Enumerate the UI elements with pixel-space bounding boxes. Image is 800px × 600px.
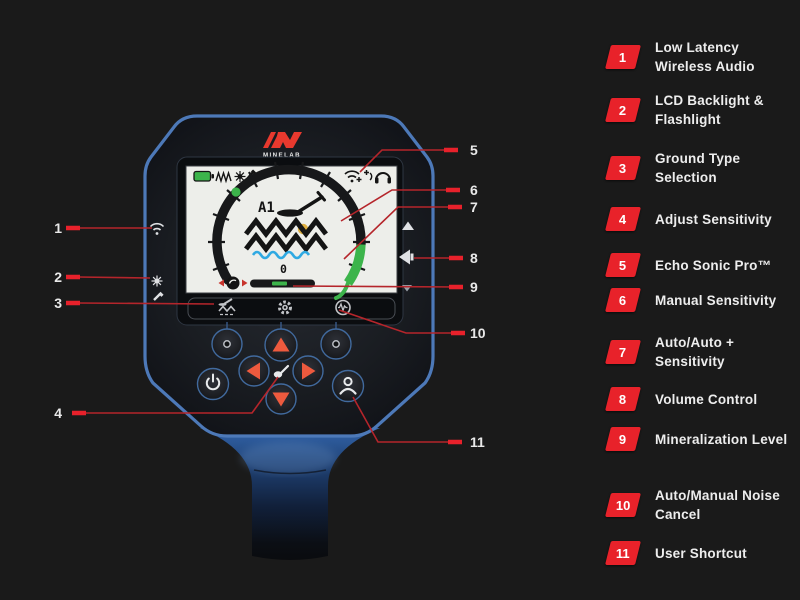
noise-cancel-icon: [335, 299, 351, 316]
sensitivity-level-marker: [344, 244, 366, 286]
brand-text: MINELAB: [263, 152, 301, 159]
legend-label: Auto/Manual Noise Cancel: [655, 488, 780, 522]
left-button: [238, 355, 270, 387]
legend-badge-number: 8: [619, 391, 627, 407]
down-button: [265, 383, 297, 415]
legend-item: 10 Auto/Manual Noise Cancel: [605, 486, 797, 524]
legend-badge: 9: [605, 427, 641, 451]
callout-number-3: 3: [54, 295, 62, 311]
legend-item: 7 Auto/Auto + Sensitivity: [605, 333, 797, 371]
legend-item: 3 Ground Type Selection: [605, 149, 797, 187]
backlight-icon: [234, 171, 246, 182]
legend-label: Auto/Auto + Sensitivity: [655, 335, 735, 369]
legend-label: User Shortcut: [655, 545, 747, 561]
legend-label: Adjust Sensitivity: [655, 211, 772, 227]
ground-type-icon: [218, 298, 236, 316]
legend-badge: 3: [605, 156, 641, 180]
legend-item: 9 Mineralization Level: [605, 427, 797, 451]
legend-label: Manual Sensitivity: [655, 292, 777, 308]
legend-item: 8 Volume Control: [605, 387, 797, 411]
detector-icon: [277, 191, 326, 217]
legend-badge-number: 4: [619, 211, 627, 227]
legend-item: 6 Manual Sensitivity: [605, 288, 797, 312]
callout-number-4: 4: [54, 405, 62, 421]
callout-number-1: 1: [54, 220, 62, 236]
legend-badge: 4: [605, 207, 641, 231]
legend-badge-number: 6: [619, 292, 627, 308]
power-button: [196, 367, 230, 401]
audio-wave-icon: [215, 170, 232, 184]
legend-badge-number: 3: [619, 160, 627, 176]
noise-cancel-select-icon: [218, 276, 248, 290]
wifi-plus-icon: [344, 170, 362, 183]
legend-item: 4 Adjust Sensitivity: [605, 207, 797, 231]
legend-label: Mineralization Level: [655, 431, 788, 447]
select-right-button: [320, 328, 352, 360]
legend-badge: 2: [605, 98, 641, 122]
up-button: [264, 328, 298, 362]
legend-badge: 5: [605, 253, 641, 277]
legend-badge-number: 7: [619, 344, 627, 360]
select-left-button: [211, 328, 243, 360]
audio-transmit-icon: [364, 170, 373, 181]
callout-number-7: 7: [470, 199, 478, 215]
backlight-side-icon: [151, 275, 163, 287]
speaker-icon: [399, 249, 414, 265]
legend-badge-number: 9: [619, 431, 627, 447]
detector-control-pod-illustration: MINELAB: [66, 114, 465, 560]
legend-badge: 1: [605, 45, 641, 69]
water-wave-icon: [251, 250, 311, 260]
callout-number-9: 9: [470, 279, 478, 295]
legend-item: 1 Low Latency Wireless Audio: [605, 38, 797, 76]
noise-channel-value: 0: [280, 262, 287, 276]
legend-badge: 8: [605, 387, 641, 411]
legend-badge: 10: [605, 493, 641, 517]
detector-select-button: [273, 364, 290, 378]
settings-gear-icon: [278, 300, 292, 315]
handle-shaft: [200, 428, 380, 560]
legend-label: LCD Backlight & Flashlight: [655, 93, 764, 127]
legend-badge-number: 2: [619, 102, 627, 118]
legend-label: Ground Type Selection: [655, 151, 741, 185]
callout-number-10: 10: [470, 325, 486, 341]
legend-badge-number: 10: [615, 497, 631, 513]
legend-item: 5 Echo Sonic Pro™: [605, 253, 797, 277]
legend-badge: 7: [605, 340, 641, 364]
gauge-start-dot: [231, 187, 241, 197]
minelab-logo-icon: MINELAB: [263, 132, 302, 159]
wireless-icon: [149, 222, 165, 235]
legend-badge-number: 5: [619, 257, 627, 273]
legend-item: 11 User Shortcut: [605, 541, 797, 565]
legend-label: Low Latency Wireless Audio: [655, 40, 755, 74]
callout-line-dashes: [66, 147, 465, 445]
sensitivity-gauge-arc: [208, 161, 370, 300]
legend-label: Echo Sonic Pro™: [655, 257, 772, 273]
legend-badge: 6: [605, 288, 641, 312]
callout-number-6: 6: [470, 182, 478, 198]
mode-label: A1: [258, 200, 275, 216]
flashlight-side-icon: [153, 291, 164, 301]
legend-badge-number: 1: [619, 49, 627, 65]
callout-number-11: 11: [470, 434, 485, 450]
legend-item: 2 LCD Backlight & Flashlight: [605, 91, 797, 129]
mineralization-zigzag-icon: [244, 216, 328, 254]
headphones-icon: [375, 172, 391, 184]
battery-icon: [193, 170, 214, 182]
callout-number-5: 5: [470, 142, 478, 158]
callout-number-2: 2: [54, 269, 62, 285]
legend-badge: 11: [605, 541, 641, 565]
volume-up-icon: [402, 221, 414, 230]
callout-number-8: 8: [470, 250, 478, 266]
legend-badge-number: 11: [616, 545, 630, 561]
right-button: [292, 355, 324, 387]
user-shortcut-button: [331, 369, 365, 403]
legend-label: Volume Control: [655, 391, 758, 407]
